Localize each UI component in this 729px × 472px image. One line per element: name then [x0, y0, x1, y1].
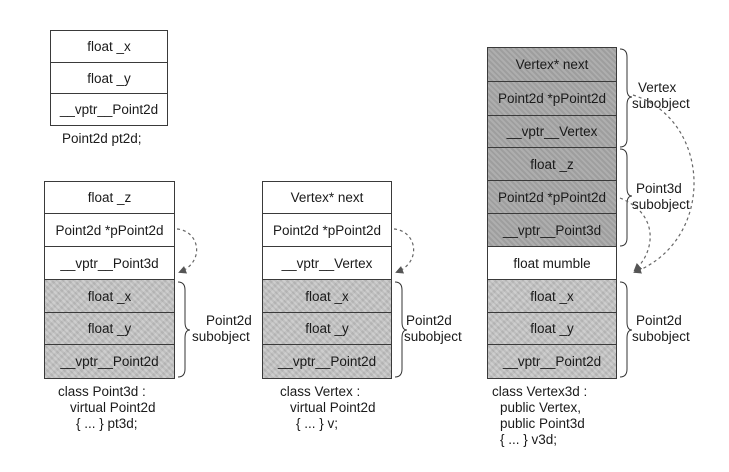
vertex3d-brace-point2d: [619, 281, 633, 378]
vertex-brace-label-line2: subobject: [404, 329, 462, 344]
vertex-cell-y: float _y: [262, 312, 392, 345]
vertex3d-cell-vptr-vertex: __vptr__Vertex: [487, 115, 617, 148]
vertex3d-brace-label-point3d-line1: Point3d: [636, 181, 682, 196]
point3d-brace-label-line1: Point2d: [206, 313, 252, 328]
vertex-caption-line2: virtual Point2d: [290, 400, 376, 415]
vertex3d-cell-vptr-point2d: __vptr__Point2d: [487, 344, 617, 379]
point3d-caption-line1: class Point3d :: [58, 384, 146, 399]
point3d-brace-label: Point2d subobject: [192, 313, 252, 345]
vertex3d-caption: class Vertex3d : public Vertex, public P…: [492, 384, 587, 448]
vertex-brace-label: Point2d subobject: [404, 313, 462, 345]
vertex3d-brace-label-point2d: Point2d subobject: [632, 313, 690, 345]
point3d-brace-label-line2: subobject: [192, 329, 250, 344]
point3d-cell-x: float _x: [44, 279, 175, 313]
point3d-cell-z: float _z: [44, 181, 175, 214]
vertex-cell-ppoint2d: Point2d *pPoint2d: [262, 213, 392, 247]
vertex-caption-line1: class Vertex :: [280, 384, 361, 399]
vertex3d-brace-label-point3d: Point3d subobject: [632, 181, 690, 213]
point3d-arrow: [176, 228, 198, 274]
point3d-caption: class Point3d : virtual Point2d { ... } …: [58, 384, 156, 432]
vertex3d-cell-y: float _y: [487, 312, 617, 345]
vertex3d-brace-vertex: [619, 48, 633, 148]
vertex3d-caption-line2: public Vertex,: [500, 400, 582, 415]
vertex-arrow: [393, 228, 415, 274]
point2d-cell-x: float _x: [50, 30, 168, 63]
point3d-cell-ppoint2d: Point2d *pPoint2d: [44, 213, 175, 247]
vertex-cell-x: float _x: [262, 279, 392, 313]
vertex3d-brace-label-vertex: Vertex subobject: [632, 80, 690, 112]
vertex-cell-vptr-point2d: __vptr__Point2d: [262, 344, 392, 379]
point2d-cell-vptr: __vptr__Point2d: [50, 93, 168, 126]
point3d-caption-line2: virtual Point2d: [70, 400, 156, 415]
vertex3d-cell-ppoint2d-1: Point2d *pPoint2d: [487, 81, 617, 116]
vertex3d-caption-line1: class Vertex3d :: [492, 384, 588, 399]
point2d-cell-y: float _y: [50, 62, 168, 94]
vertex3d-brace-label-point3d-line2: subobject: [632, 197, 690, 212]
point3d-cell-vptr-point3d: __vptr__Point3d: [44, 246, 175, 280]
vertex3d-cell-x: float _x: [487, 279, 617, 313]
vertex3d-cell-next: Vertex* next: [487, 47, 617, 82]
point3d-caption-line3: { ... } pt3d;: [76, 416, 138, 431]
vertex3d-cell-z: float _z: [487, 147, 617, 181]
vertex-caption: class Vertex : virtual Point2d { ... } v…: [280, 384, 376, 432]
vertex3d-caption-line3: public Point3d: [500, 416, 585, 431]
vertex3d-brace-label-vertex-line2: subobject: [632, 96, 690, 111]
point2d-caption: Point2d pt2d;: [62, 131, 142, 146]
vertex3d-brace-label-point2d-line2: subobject: [632, 329, 690, 344]
point3d-cell-vptr-point2d: __vptr__Point2d: [44, 344, 175, 379]
vertex3d-cell-vptr-point3d: __vptr__Point3d: [487, 213, 617, 247]
vertex-brace-label-line1: Point2d: [406, 313, 452, 328]
vertex-caption-line3: { ... } v;: [296, 416, 339, 431]
vertex3d-brace-label-point2d-line1: Point2d: [636, 313, 682, 328]
vertex3d-cell-mumble: float mumble: [487, 246, 617, 280]
vertex-cell-vptr-vertex: __vptr__Vertex: [262, 246, 392, 280]
point3d-brace: [177, 281, 191, 378]
vertex3d-cell-ppoint2d-2: Point2d *pPoint2d: [487, 180, 617, 214]
vertex3d-brace-label-vertex-line1: Vertex: [638, 80, 677, 95]
vertex3d-caption-line4: { ... } v3d;: [500, 432, 558, 447]
point3d-cell-y: float _y: [44, 312, 175, 345]
vertex-cell-next: Vertex* next: [262, 181, 392, 214]
vertex3d-brace-point3d: [619, 148, 633, 247]
